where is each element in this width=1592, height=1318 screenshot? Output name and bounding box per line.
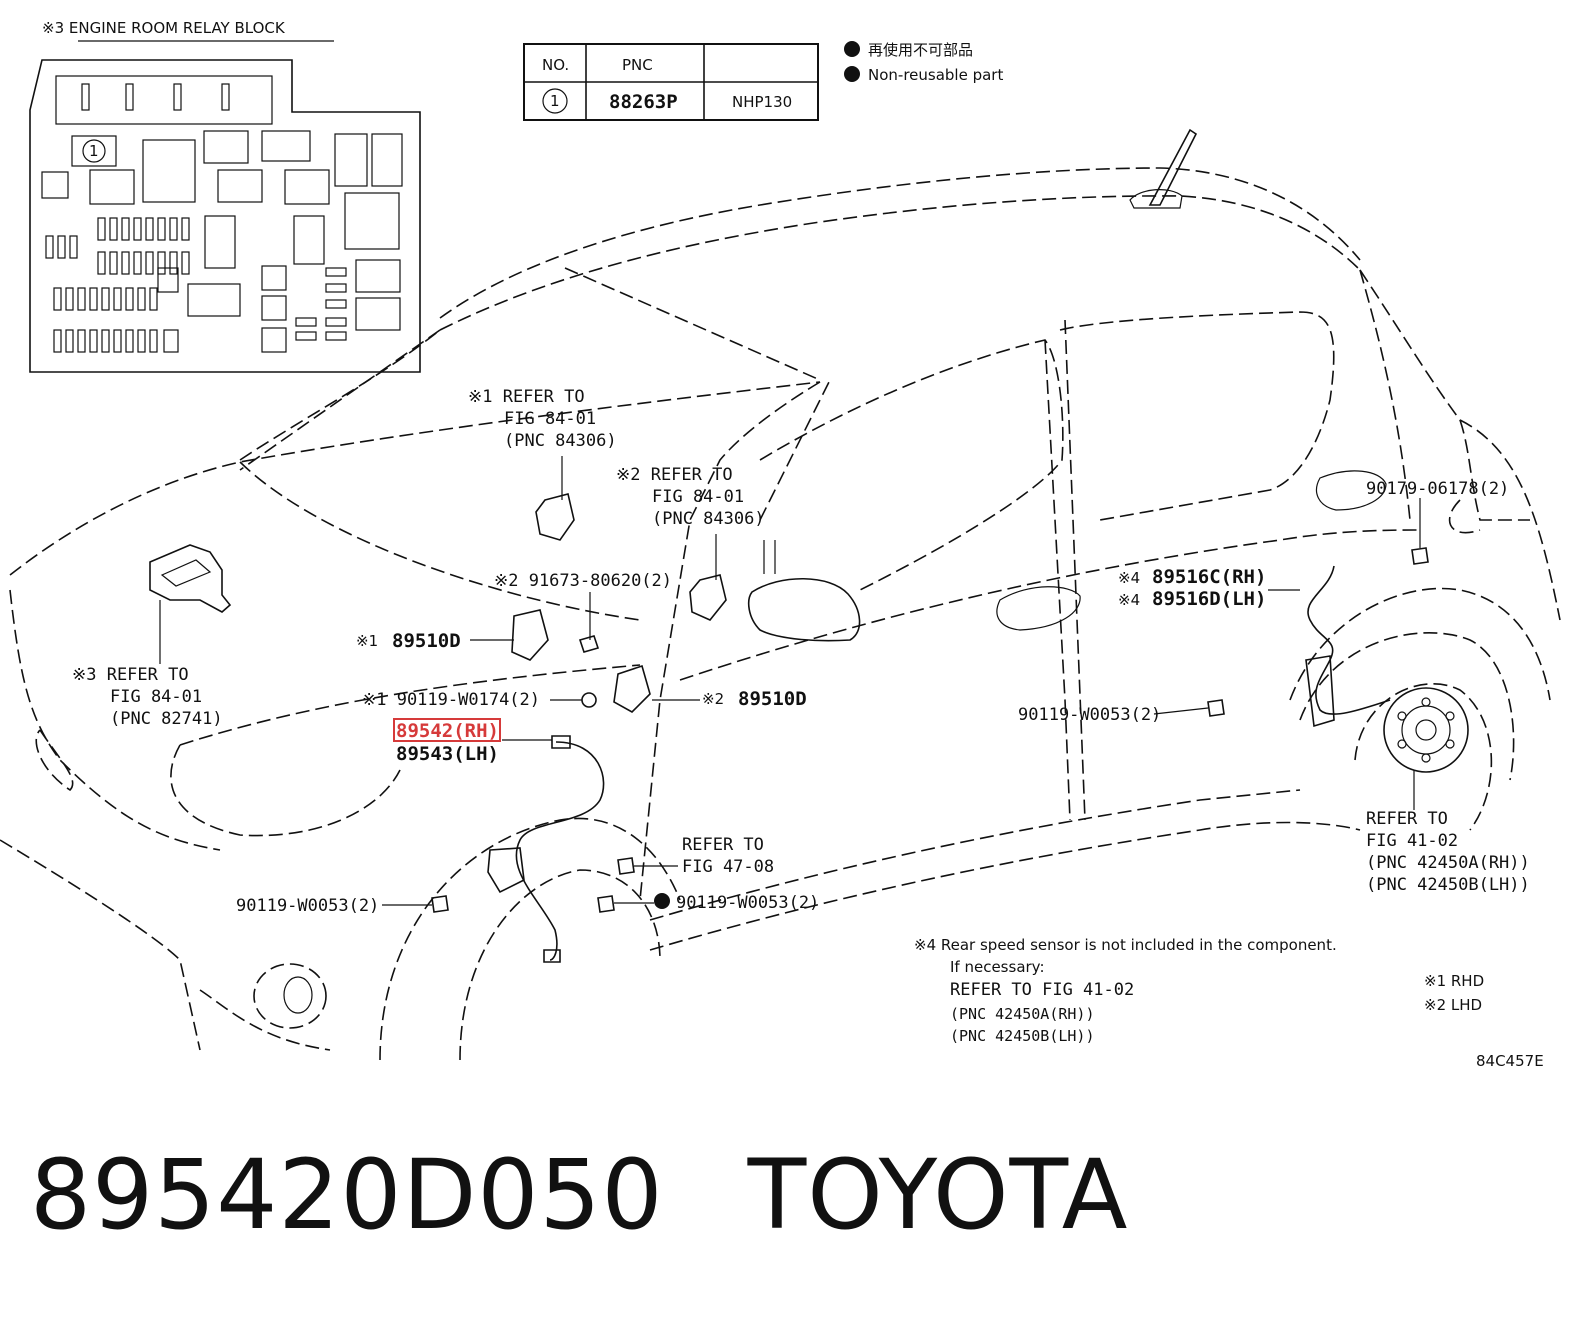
label-ref47-line2: FIG 47-08 (682, 857, 774, 877)
note-rhd: ※1 RHD (1424, 972, 1484, 990)
front-speed-sensor-connector (551, 735, 571, 749)
note-refer: REFER TO FIG 41-02 (950, 980, 1134, 1000)
leader-lines (159, 456, 1421, 906)
label-part-89510d-1: 89510D (392, 630, 461, 652)
table-header-pnc: PNC (622, 56, 653, 74)
label-part-89516c: 89516C(RH) (1152, 566, 1266, 588)
label-part-90179: 90179-06178(2) (1366, 479, 1509, 499)
note-pnc-a: (PNC 42450A(RH)) (950, 1005, 1095, 1023)
table-row-no: 1 (550, 92, 560, 110)
label-part-89516d: 89516D(LH) (1152, 588, 1266, 610)
label-ref3-line2: FIG 84-01 (110, 687, 202, 707)
non-reusable-bullet-icon (844, 66, 860, 82)
label-ref47-line1: REFER TO (682, 835, 764, 855)
label-ref1-line2: FIG 84-01 (504, 409, 596, 429)
note-lhd: ※2 LHD (1424, 996, 1482, 1014)
car-outline (0, 128, 1561, 1061)
note-pnc-b: (PNC 42450B(LH)) (950, 1027, 1095, 1045)
table-row-callout-circle (542, 88, 568, 114)
caption-brand: TOYOTA (747, 1139, 1129, 1251)
bracket-89510d-lhd (613, 664, 651, 713)
yaw-sensor-lhd (689, 574, 727, 621)
highlight-box-89542 (393, 718, 501, 742)
label-part-89516c-mark: ※4 (1118, 569, 1140, 587)
front-speed-sensor-head (543, 949, 561, 963)
label-part-89543: 89543(LH) (396, 743, 499, 765)
parts (149, 493, 1469, 963)
bolt-front-mid-icon (597, 895, 615, 913)
yaw-sensor-rhd (535, 493, 575, 541)
rear-speed-sensor-bracket (1305, 655, 1335, 728)
label-ref41-line2: FIG 41-02 (1366, 831, 1458, 851)
non-reusable-bullet-icon (654, 893, 670, 909)
relay-callout-circle (82, 139, 106, 163)
label-ref2-line1: ※2 REFER TO (616, 465, 733, 485)
label-part-91673: ※2 91673-80620(2) (494, 571, 672, 591)
label-part-89542-highlighted: 89542(RH) (396, 720, 499, 742)
non-reusable-bullet-icon (844, 41, 860, 57)
label-ref1-line3: (PNC 84306) (504, 431, 617, 451)
bolt-rear-icon (1207, 699, 1225, 717)
label-ref1-line1: ※1 REFER TO (468, 387, 585, 407)
table-row-pnc: 88263P (609, 91, 678, 113)
bolt-front-left-icon (431, 895, 449, 913)
bolt-91673-icon (578, 635, 600, 653)
parts-diagram: ※3 ENGINE ROOM RELAY BLOCK 1 (0, 19, 1561, 1070)
bolt-w0174-icon (581, 692, 597, 708)
legend: 再使用不可部品 Non-reusable part (844, 41, 1003, 84)
table-row-model: NHP130 (732, 93, 792, 111)
notes: ※4 Rear speed sensor is not included in … (914, 936, 1544, 1070)
bolt-fig47-icon (617, 857, 635, 875)
relay-callout-number: 1 (89, 142, 99, 160)
label-ref2-line2: FIG 84-01 (652, 487, 744, 507)
label-part-89510d-mark-1: ※1 (356, 632, 378, 650)
note-if-necessary: If necessary: (950, 958, 1045, 976)
label-ref41-line4: (PNC 42450B(LH)) (1366, 875, 1530, 895)
front-speed-sensor-wire (515, 741, 605, 961)
table-header-no: NO. (542, 56, 569, 74)
label-ref2-line3: (PNC 84306) (652, 509, 765, 529)
pnc-table: NO. PNC 1 88263P NHP130 (523, 43, 819, 121)
label-part-89510d-2: 89510D (738, 688, 807, 710)
relay-block-title: ※3 ENGINE ROOM RELAY BLOCK (42, 19, 286, 37)
label-part-89516d-mark: ※4 (1118, 591, 1140, 609)
legend-en: Non-reusable part (868, 66, 1003, 84)
label-ref3-line1: ※3 REFER TO (72, 665, 189, 685)
label-ref41-line1: REFER TO (1366, 809, 1448, 829)
diagram-code: 84C457E (1476, 1052, 1544, 1070)
front-speed-sensor-clip (487, 847, 525, 894)
part-caption: 895420D050 TOYOTA (30, 1140, 1128, 1250)
relay-block-inset: ※3 ENGINE ROOM RELAY BLOCK 1 (29, 19, 421, 373)
label-part-90119-w0053-mid: 90119-W0053(2) (676, 893, 819, 913)
rear-hub (1383, 687, 1469, 773)
caption-part-number: 895420D050 (30, 1139, 664, 1251)
callouts: ※1 REFER TO FIG 84-01 (PNC 84306) ※2 REF… (72, 387, 1530, 916)
label-part-90119-w0053-left: 90119-W0053(2) (236, 896, 379, 916)
label-ref3-line3: (PNC 82741) (110, 709, 223, 729)
label-part-90119-w0053-right: 90119-W0053(2) (1018, 705, 1161, 725)
rear-speed-sensor-wire (1307, 565, 1391, 715)
note-4: ※4 Rear speed sensor is not included in … (914, 936, 1337, 954)
bracket-89510d-rhd (511, 609, 549, 661)
ecu-bracket (149, 544, 232, 613)
label-ref41-line3: (PNC 42450A(RH)) (1366, 853, 1530, 873)
legend-jp: 再使用不可部品 (868, 41, 973, 59)
label-part-90119-w0174: ※1 90119-W0174(2) (362, 690, 540, 710)
label-part-89510d-mark-2: ※2 (702, 690, 724, 708)
nut-90179-icon (1411, 547, 1429, 565)
